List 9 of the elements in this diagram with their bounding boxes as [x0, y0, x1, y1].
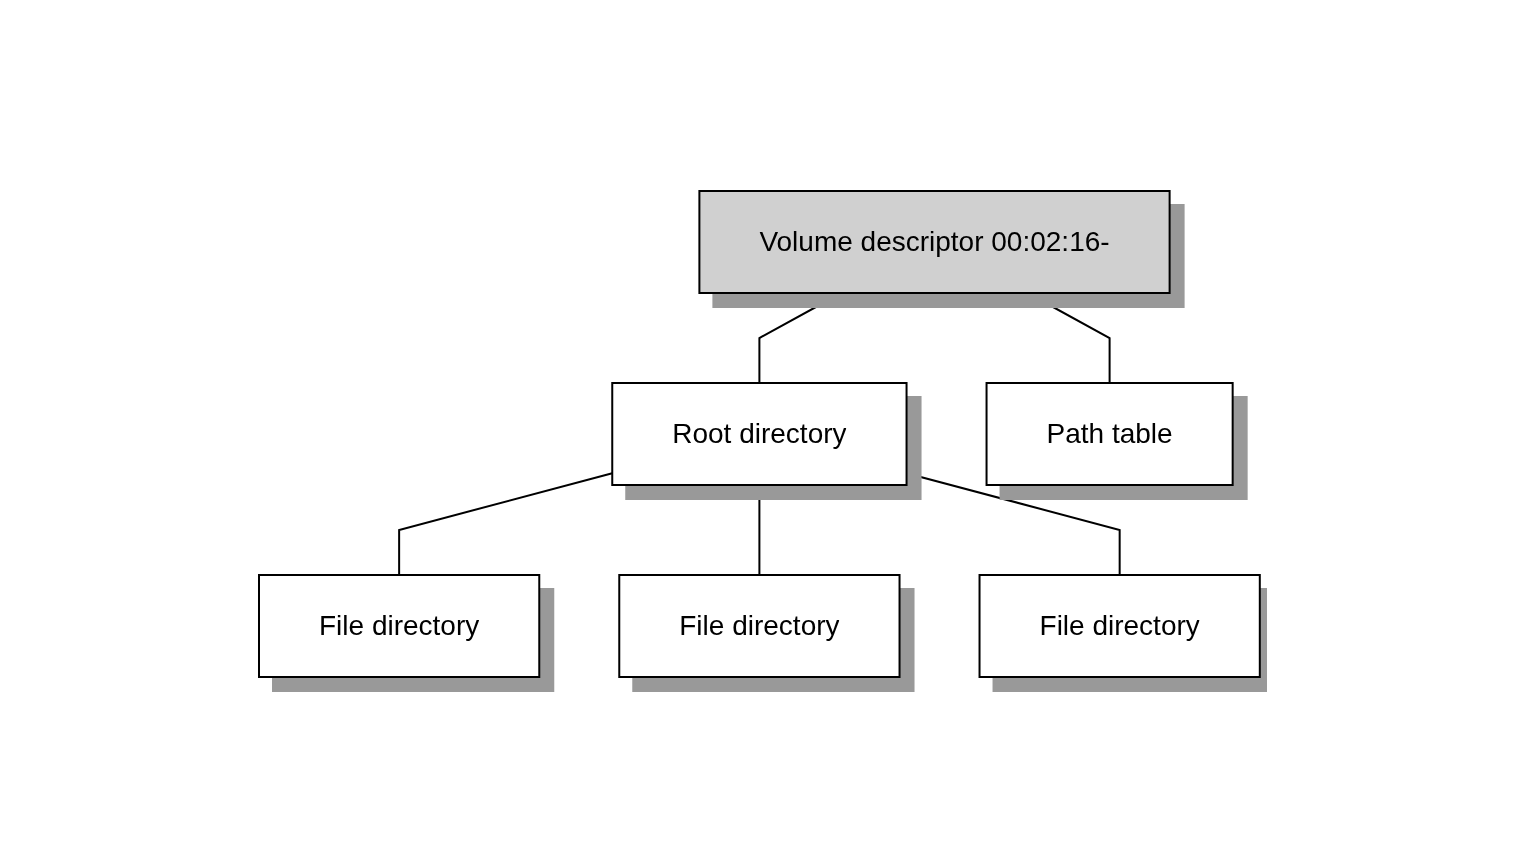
node-box: File directory: [257, 573, 540, 678]
node-box: File directory: [978, 573, 1261, 678]
node-box: Path table: [985, 381, 1234, 486]
node-box: Root directory: [610, 381, 908, 486]
node-box: Volume descriptor 00:02:16-: [698, 189, 1171, 294]
connector: [758, 291, 843, 384]
connector: [1026, 291, 1111, 384]
node-box: File directory: [617, 573, 901, 678]
connector: [758, 483, 760, 576]
